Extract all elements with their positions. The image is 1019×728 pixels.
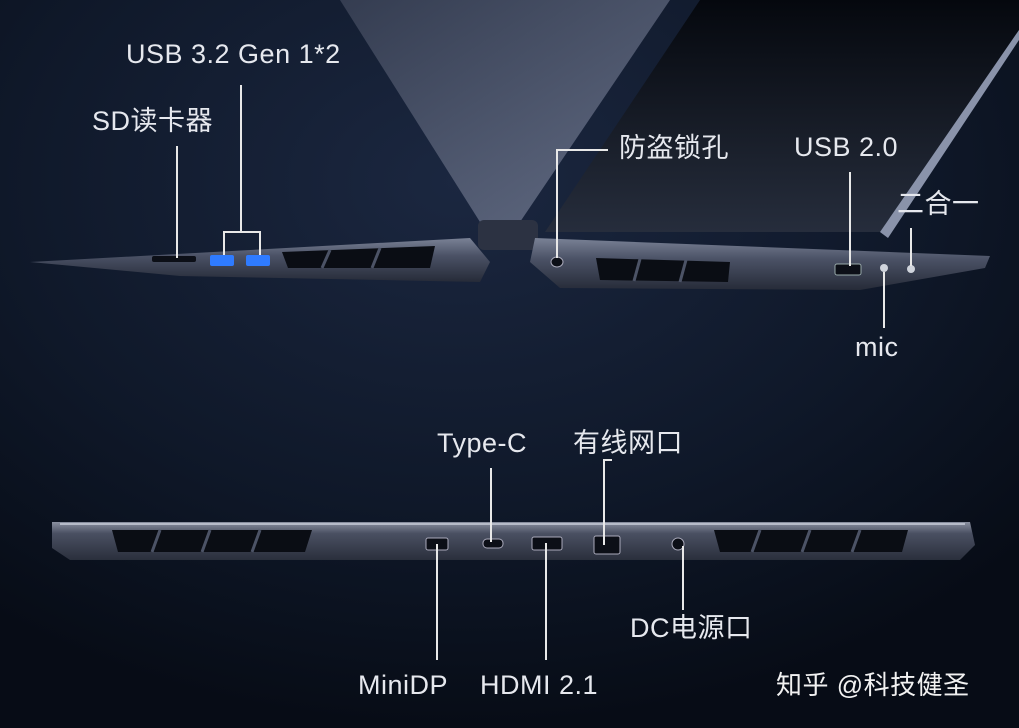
laptop-side-view: [30, 0, 1019, 290]
lock-hole: [550, 256, 564, 268]
combo-jack: [907, 265, 915, 273]
rear-left-vent: [112, 530, 312, 552]
rear-right-vent: [714, 530, 908, 552]
right-lid-edge: [880, 30, 1019, 238]
top-leader-lines: [176, 85, 912, 328]
usb20-port: [834, 263, 862, 276]
bottom-leader-lines: [436, 459, 684, 660]
left-vent: [282, 246, 435, 268]
right-vent: [596, 258, 730, 282]
mic-jack: [880, 264, 888, 272]
label-lock-hole: 防盗锁孔: [619, 133, 729, 163]
label-sd-reader: SD读卡器: [92, 106, 214, 136]
watermark: 知乎 @科技健圣: [776, 670, 970, 700]
label-combo-jack: 二合一: [897, 189, 980, 219]
label-dc-power: DC电源口: [630, 613, 753, 643]
dc-power-port: [671, 537, 685, 551]
usb32-port-2: [246, 255, 270, 266]
label-minidp: MiniDP: [358, 670, 449, 700]
usb32-port-1: [210, 255, 234, 266]
ethernet-port: [593, 535, 621, 555]
left-lid-panel: [340, 0, 670, 222]
label-mic: mic: [855, 332, 899, 362]
laptop-rear-view: [52, 522, 975, 560]
label-ethernet: 有线网口: [573, 428, 683, 458]
label-hdmi: HDMI 2.1: [480, 670, 599, 700]
label-usb20: USB 2.0: [794, 132, 899, 162]
hinge: [478, 220, 538, 250]
right-lid-screen: [545, 0, 1019, 232]
sd-card-slot: [152, 256, 196, 262]
label-type-c: Type-C: [437, 428, 528, 458]
label-usb32: USB 3.2 Gen 1*2: [126, 39, 341, 69]
type-c-port: [482, 538, 504, 549]
